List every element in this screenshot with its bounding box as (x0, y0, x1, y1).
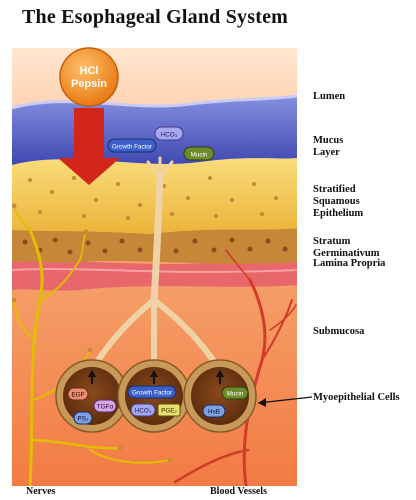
svg-text:Mucin: Mucin (227, 391, 244, 398)
nerve-fibers (13, 205, 171, 486)
svg-text:PS₂: PS₂ (77, 416, 89, 423)
svg-text:Growth Factor: Growth Factor (132, 390, 172, 397)
secretion-growth-factor: Growth Factor (107, 138, 157, 153)
acid-bubble: HCl Pepsin (59, 47, 119, 107)
gland-left: EGF TGFα PS₂ (55, 359, 129, 433)
label-nerves: Nerves (26, 486, 56, 497)
svg-text:HCO₃: HCO₃ (161, 132, 178, 139)
gland-right-hsb: HsB (202, 404, 226, 418)
secretion-bicarbonate: HCO₃ (154, 126, 184, 141)
svg-text:HCl: HCl (80, 65, 99, 77)
acid-arrow (58, 108, 120, 185)
label-epithelium: Stratified Squamous Epithelium (313, 184, 364, 219)
label-mucus-layer: Mucus Layer (313, 135, 344, 158)
secretion-mucin: Mucin (183, 146, 215, 161)
gland-left-egf: EGF (67, 387, 89, 401)
svg-text:HCO₃: HCO₃ (135, 408, 152, 415)
svg-text:Mucin: Mucin (191, 152, 208, 159)
gland-middle: Growth Factor HCO₃ PGE₂ (117, 359, 191, 433)
label-lamina-propria: Lamina Propria (313, 258, 386, 269)
gland-middle-hco3: HCO₃ (130, 403, 156, 417)
germinativum-dots (22, 237, 288, 255)
duct-outlet (146, 156, 174, 180)
diagram-title: The Esophageal Gland System (22, 6, 289, 28)
epithelium-cells (28, 176, 278, 220)
gland-left-tgf: TGFα (93, 399, 117, 413)
nerve-endings (12, 203, 173, 463)
svg-text:Pepsin: Pepsin (71, 78, 107, 90)
label-myoepithelial-cells: Myoepithelial Cells (313, 392, 400, 403)
svg-text:PGE₂: PGE₂ (161, 408, 177, 415)
svg-text:HsB: HsB (208, 409, 220, 416)
label-lumen: Lumen (313, 91, 346, 102)
gland-middle-pge2: PGE₂ (157, 403, 181, 417)
gland-left-ps2: PS₂ (73, 411, 93, 425)
svg-text:TGFα: TGFα (97, 404, 114, 411)
myoepithelial-pointer (257, 396, 313, 404)
label-stratum-germinativum: Stratum Germinativum (313, 236, 380, 259)
label-blood-vessels: Blood Vessels (210, 486, 267, 497)
gland-middle-growth-factor: Growth Factor (127, 385, 177, 399)
gland-right: Mucin HsB (183, 359, 257, 433)
svg-text:EGF: EGF (71, 392, 84, 399)
svg-text:Growth Factor: Growth Factor (112, 144, 152, 151)
gland-right-mucin: Mucin (221, 386, 249, 400)
label-submucosa: Submucosa (313, 326, 365, 337)
